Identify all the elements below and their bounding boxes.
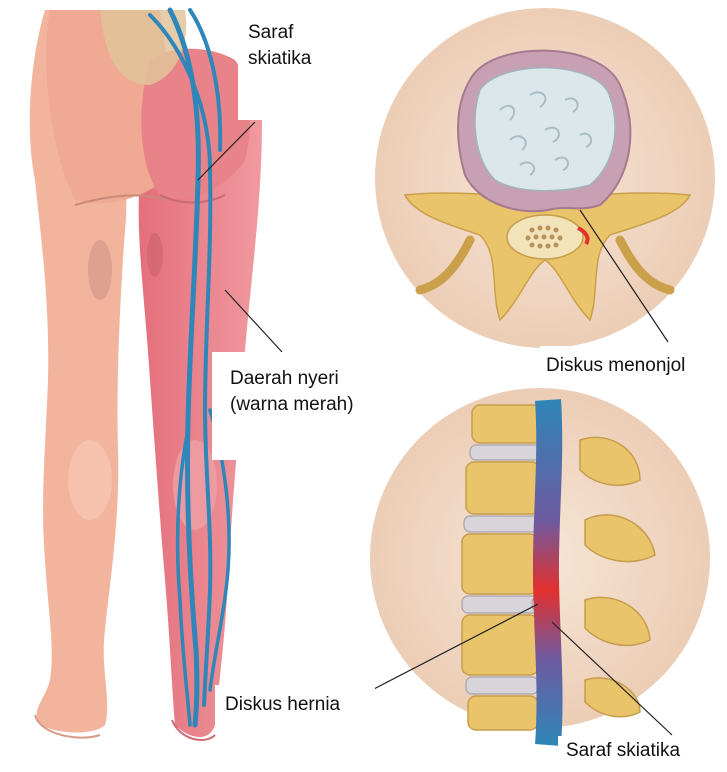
- label-sciatic-nerve-bottom: Saraf skiatika: [558, 736, 727, 767]
- label-sciatic-nerve-line1: Saraf: [248, 20, 348, 46]
- label-sciatic-nerve-line2: skiatika: [248, 46, 348, 72]
- label-herniated-disc: Diskus hernia: [215, 685, 375, 725]
- label-pain-area-line1: Daerah nyeri: [230, 366, 364, 392]
- label-pain-area-line2: (warna merah): [230, 392, 364, 418]
- label-sciatic-nerve-top: Saraf skiatika: [238, 14, 358, 120]
- label-bulging-disc: Diskus menonjol: [540, 346, 727, 386]
- label-pain-area: Daerah nyeri (warna merah): [212, 352, 382, 460]
- bulging-disc-illustration: [375, 8, 715, 348]
- herniated-disc-illustration: [370, 388, 710, 745]
